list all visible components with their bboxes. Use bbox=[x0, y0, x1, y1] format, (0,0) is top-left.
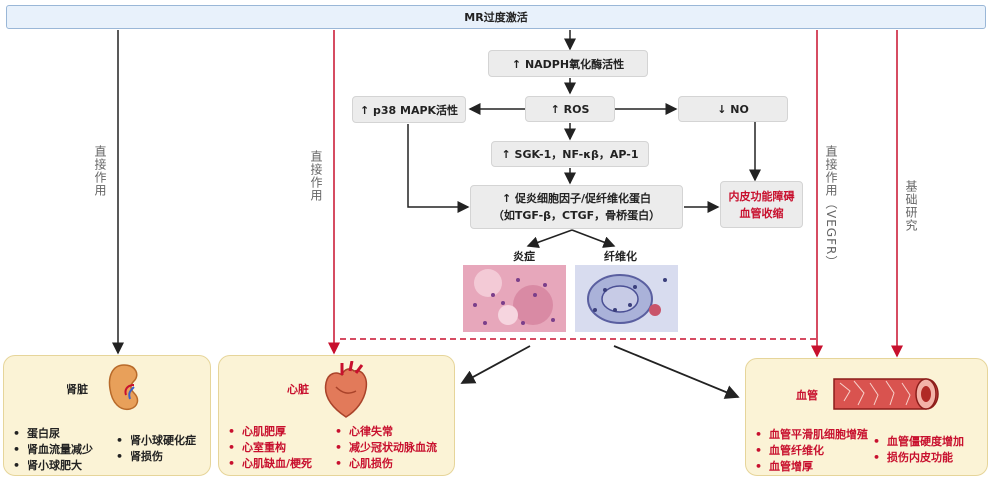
kidney-list-1: 蛋白尿 肾血流量减少 肾小球肥大 bbox=[13, 426, 93, 474]
direct-action-label-heart: 直接作用 bbox=[309, 150, 323, 202]
edge-p38-factor bbox=[407, 124, 470, 213]
heart-icon bbox=[324, 361, 368, 418]
fibrosis-histology-image bbox=[575, 265, 678, 332]
blood-vessel-icon bbox=[833, 378, 939, 410]
kidney-panel: 肾脏 蛋白尿 肾血流量减少 肾小球肥大 肾小球硬化症 肾损伤 bbox=[3, 355, 211, 476]
cytokine-line2: （如TGF-β，CTGF，骨桥蛋白） bbox=[492, 209, 661, 222]
heart-list-2: 心律失常 减少冠状动脉血流 心肌损伤 bbox=[335, 424, 437, 472]
direct-action-vegfr-label: 直接作用（VEGFR） bbox=[824, 145, 838, 269]
inflammation-histology-image bbox=[463, 265, 566, 332]
list-item: 心室重构 bbox=[228, 440, 312, 456]
edge-to-heart bbox=[460, 345, 531, 384]
list-item: 血管僵硬度增加 bbox=[873, 434, 964, 450]
list-item: 心肌损伤 bbox=[335, 456, 437, 472]
edge-to-vessel bbox=[613, 345, 740, 399]
kidney-icon bbox=[108, 364, 139, 411]
direct-action-label-kidney: 直接作用 bbox=[93, 145, 107, 197]
list-item: 心肌肥厚 bbox=[228, 424, 312, 440]
list-item: 血管纤维化 bbox=[755, 443, 868, 459]
sgk-node: ↑ SGK-1，NF-κβ，AP-1 bbox=[491, 141, 649, 167]
no-node: ↓ NO bbox=[678, 96, 788, 122]
heart-panel: 心脏 心肌肥厚 心室重构 心肌缺血/梗死 心律失常 减少冠状动脉血流 心肌损伤 bbox=[218, 355, 455, 476]
edge-factor-fibrosis bbox=[571, 229, 616, 248]
list-item: 心律失常 bbox=[335, 424, 437, 440]
list-item: 肾损伤 bbox=[116, 449, 196, 465]
list-item: 损伤内皮功能 bbox=[873, 450, 964, 466]
endothelial-line2: 血管收缩 bbox=[739, 206, 784, 220]
basic-research-label: 基础研究 bbox=[904, 180, 918, 232]
vessel-title: 血管 bbox=[796, 389, 818, 402]
mr-activation-bar: MR过度激活 bbox=[6, 5, 986, 29]
nadph-node: ↑ NADPH氧化酶活性 bbox=[488, 50, 648, 77]
edge-factor-inflammation bbox=[526, 229, 573, 249]
endothelial-node: 内皮功能障碍 血管收缩 bbox=[720, 181, 803, 228]
list-item: 蛋白尿 bbox=[13, 426, 93, 442]
inflammation-label: 炎症 bbox=[513, 250, 535, 263]
list-item: 血管平滑肌细胞增殖 bbox=[755, 427, 868, 443]
list-item: 心肌缺血/梗死 bbox=[228, 456, 312, 472]
cytokine-line1: ↑ 促炎细胞因子/促纤维化蛋白 bbox=[501, 192, 652, 205]
vessel-list-2: 血管僵硬度增加 损伤内皮功能 bbox=[873, 434, 964, 466]
vessel-list-1: 血管平滑肌细胞增殖 血管纤维化 血管增厚 bbox=[755, 427, 868, 475]
ros-node: ↑ ROS bbox=[525, 96, 615, 122]
kidney-title: 肾脏 bbox=[66, 383, 88, 396]
list-item: 血管增厚 bbox=[755, 459, 868, 475]
list-item: 减少冠状动脉血流 bbox=[335, 440, 437, 456]
list-item: 肾小球硬化症 bbox=[116, 433, 196, 449]
p38-node: ↑ p38 MAPK活性 bbox=[352, 96, 466, 123]
list-item: 肾血流量减少 bbox=[13, 442, 93, 458]
heart-title: 心脏 bbox=[287, 383, 309, 396]
list-item: 肾小球肥大 bbox=[13, 458, 93, 474]
fibrosis-label: 纤维化 bbox=[604, 250, 637, 263]
vessel-panel: 血管 血管平滑肌细胞增殖 血管纤维化 血管增厚 血管僵硬度增加 损伤内皮功能 bbox=[745, 358, 988, 476]
endothelial-line1: 内皮功能障碍 bbox=[728, 189, 795, 203]
cytokine-node: ↑ 促炎细胞因子/促纤维化蛋白 （如TGF-β，CTGF，骨桥蛋白） bbox=[470, 185, 683, 229]
kidney-list-2: 肾小球硬化症 肾损伤 bbox=[116, 433, 196, 465]
heart-list-1: 心肌肥厚 心室重构 心肌缺血/梗死 bbox=[228, 424, 312, 472]
